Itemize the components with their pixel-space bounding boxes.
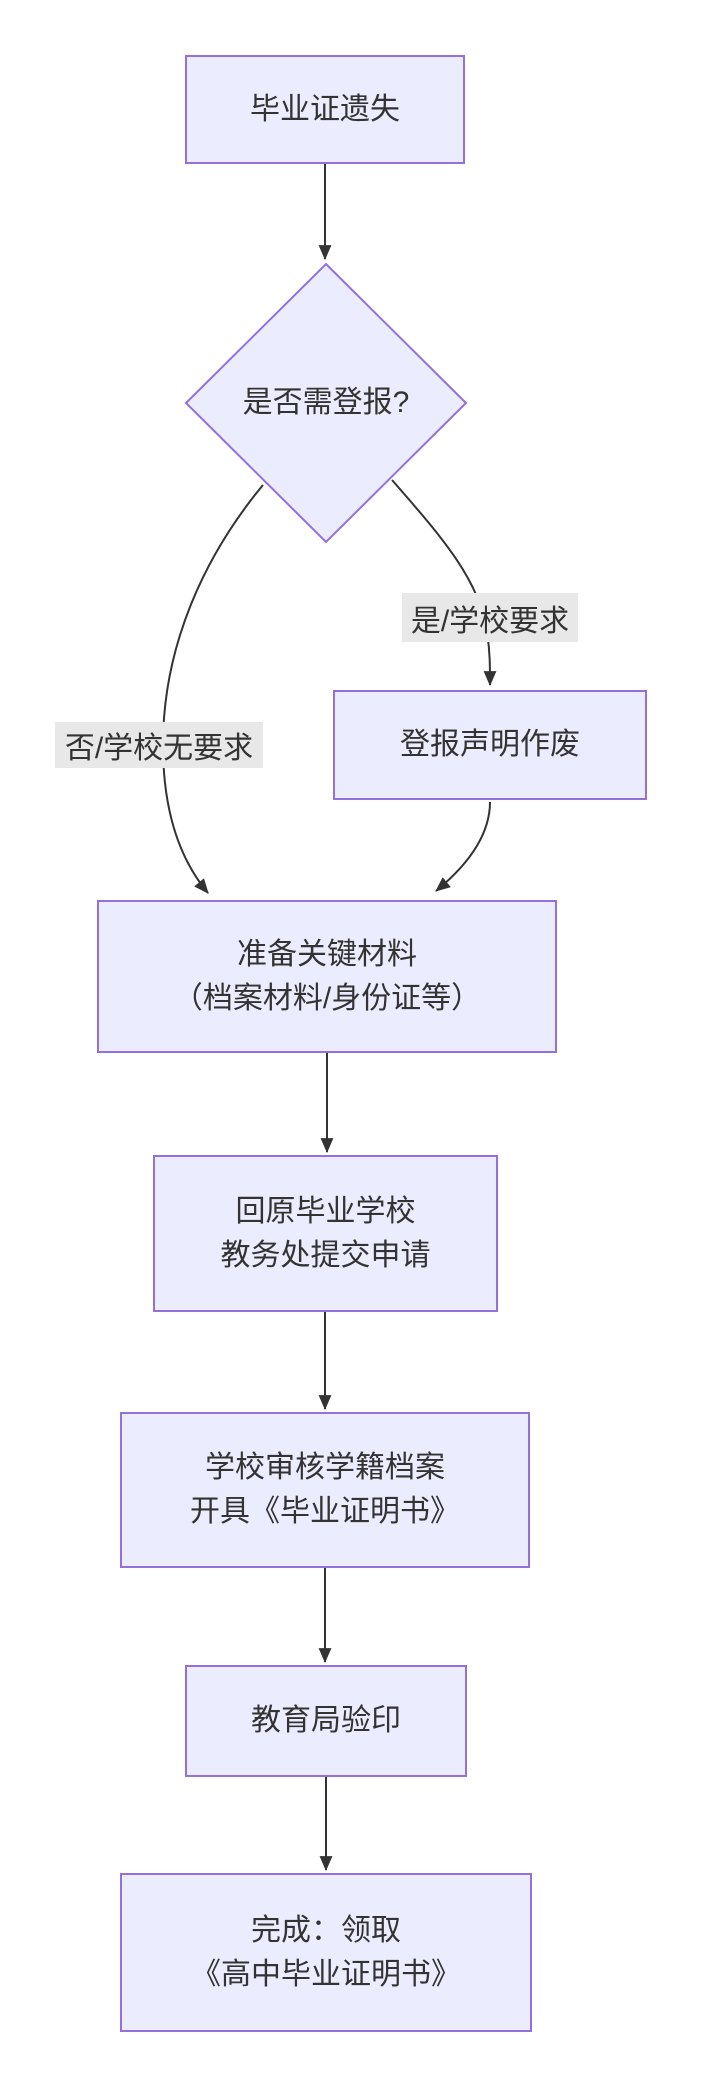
edge-decision-prepare-no xyxy=(161,484,264,894)
node-prepare: 准备关键材料 （档案材料/身份证等） xyxy=(97,900,557,1053)
node-review: 学校审核学籍档案 开具《毕业证明书》 xyxy=(120,1412,530,1568)
edge-label-yes: 是/学校要求 xyxy=(402,593,578,642)
edge-label-no: 否/学校无要求 xyxy=(55,722,263,768)
node-verify: 教育局验印 xyxy=(185,1665,467,1777)
node-decision-label: 是否需登报? xyxy=(242,386,410,419)
node-done: 完成：领取 《高中毕业证明书》 xyxy=(120,1873,532,2032)
node-publish: 登报声明作废 xyxy=(333,690,647,800)
decision-diamond-shape xyxy=(184,262,468,544)
edge-publish-prepare xyxy=(435,801,491,892)
node-apply: 回原毕业学校 教务处提交申请 xyxy=(153,1155,498,1312)
node-start: 毕业证遗失 xyxy=(185,55,465,164)
